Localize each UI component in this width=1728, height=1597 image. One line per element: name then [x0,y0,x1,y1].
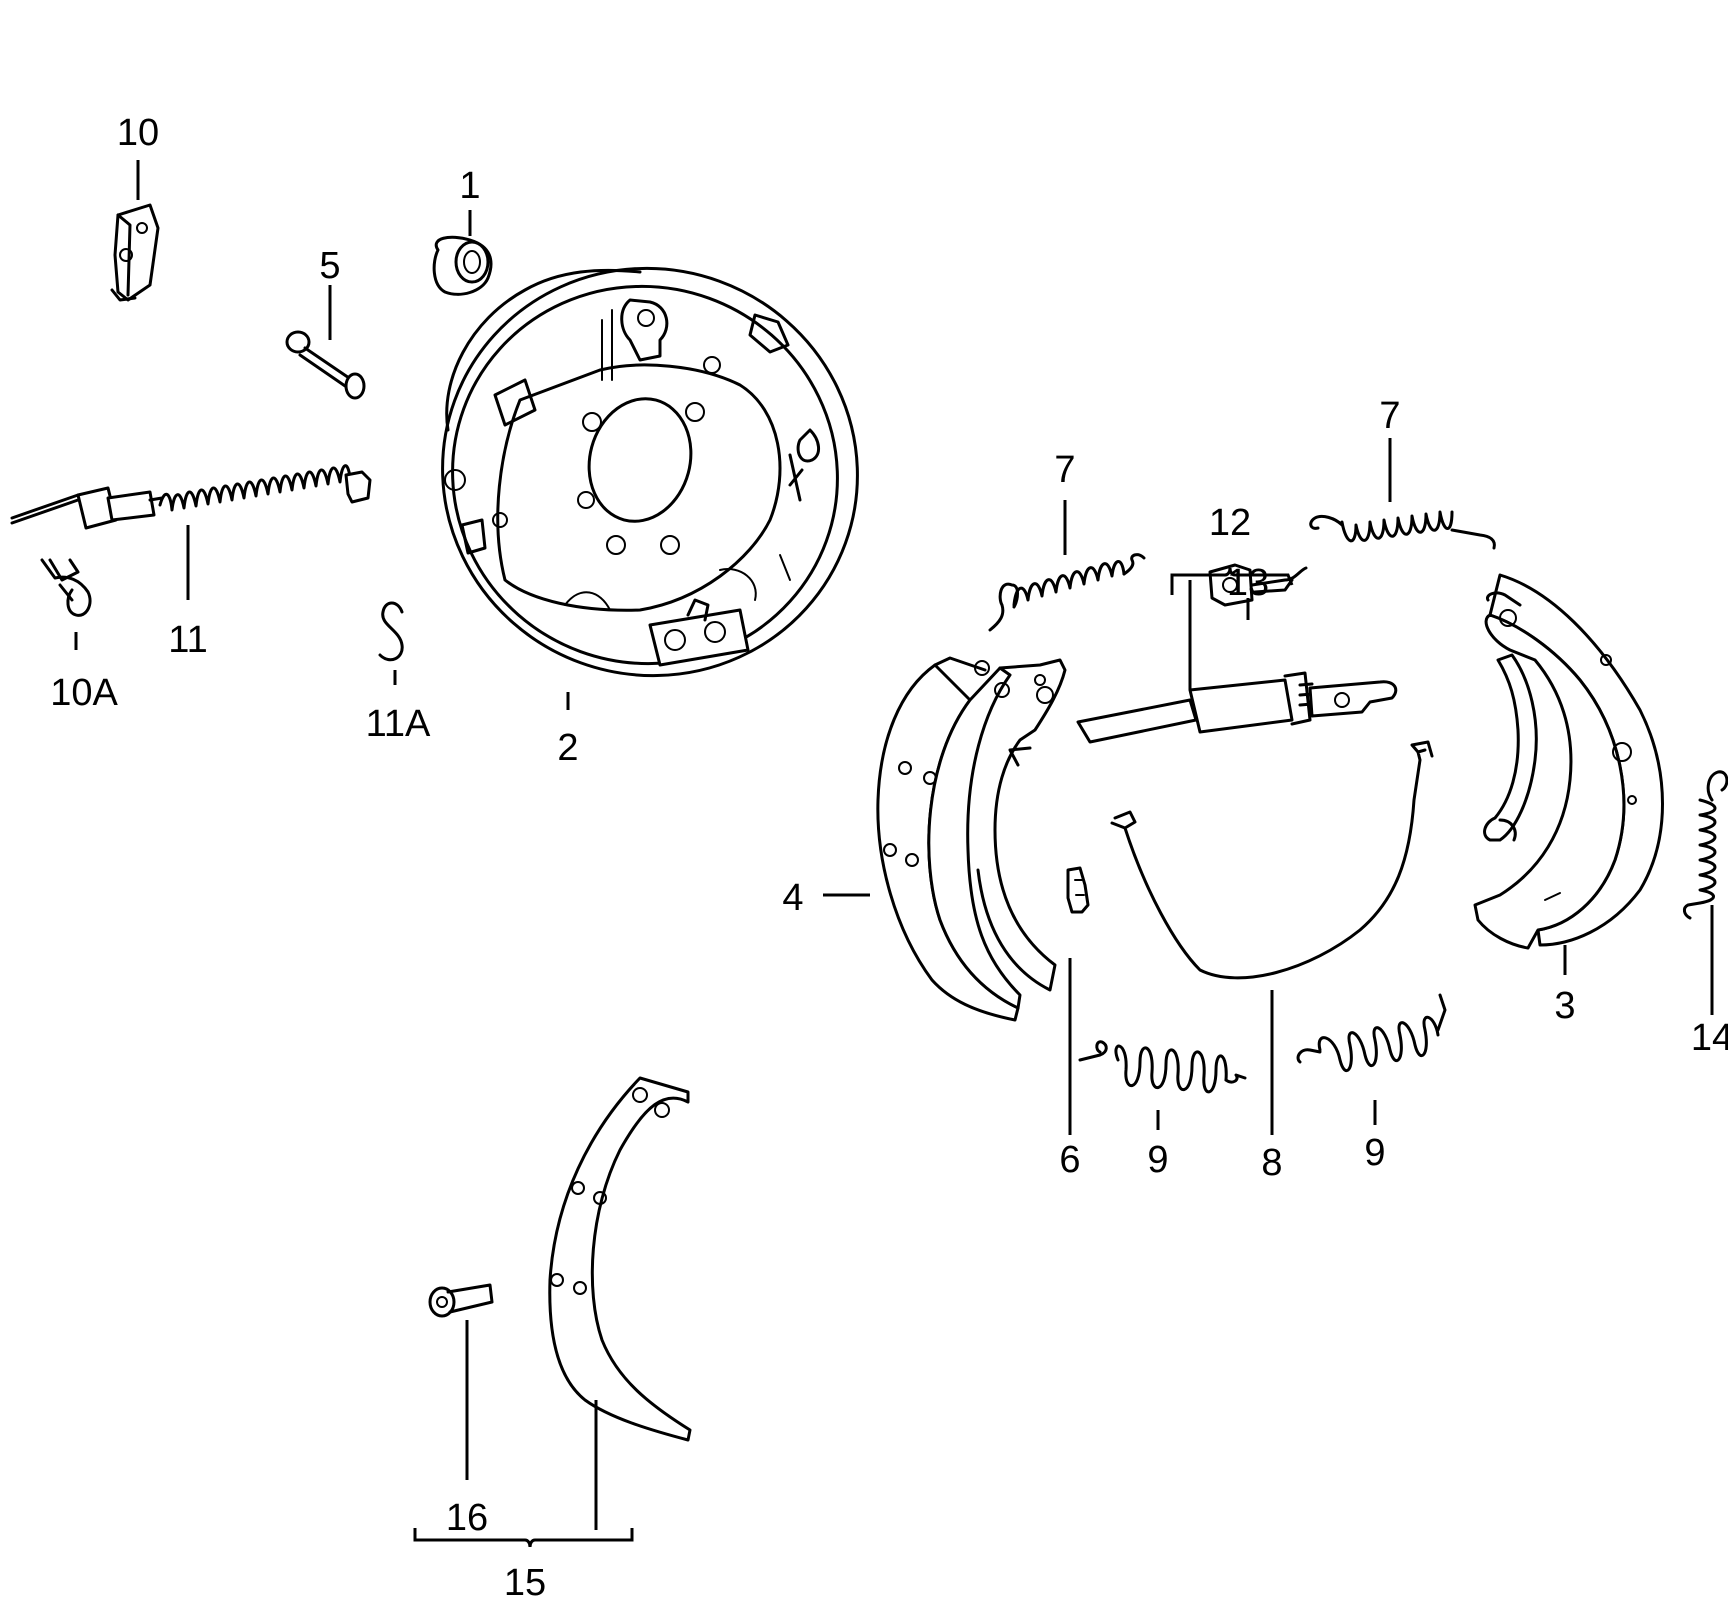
part-11a-s-hook [378,601,404,662]
leader-lines [74,160,1714,1548]
part-16-screw [428,1283,494,1318]
callout-16: 16 [446,1497,488,1539]
callout-3: 3 [1554,985,1575,1027]
part-11-cable [10,464,372,530]
part-7-spring-right [1309,510,1496,550]
part-1-grommet [432,235,493,296]
callout-6: 6 [1059,1139,1080,1181]
part-9-spring-left [1078,1040,1247,1094]
callout-9-left: 9 [1147,1139,1168,1181]
callout-15: 15 [504,1562,546,1597]
callout-1: 1 [459,165,480,207]
callout-5: 5 [319,245,340,287]
part-7-spring-left [988,553,1146,632]
callout-10a: 10A [50,672,118,714]
part-10a-clip [40,558,92,617]
callout-7-right: 7 [1379,395,1400,437]
part-4-brake-shoe [876,656,1067,1022]
part-2-backing-plate [441,266,859,678]
callout-12: 12 [1209,502,1251,544]
callout-labels: 10 1 5 11 10A 11A 2 7 7 12 13 4 3 14 6 9… [50,112,1728,1597]
callout-7-left: 7 [1054,449,1075,491]
callout-9-right: 9 [1364,1132,1385,1174]
part-8-retaining-spring [1110,740,1434,980]
callout-14: 14 [1691,1017,1728,1059]
part-15-lining [548,1076,692,1442]
part-9-spring-right [1296,993,1447,1073]
part-12-adjuster [1076,563,1398,744]
part-3-brake-shoe [1473,573,1664,950]
callout-4: 4 [782,877,803,919]
callout-2: 2 [557,727,578,769]
callout-8: 8 [1261,1142,1282,1184]
callout-11a: 11A [366,703,431,745]
part-6-clip [1066,866,1090,914]
callout-10: 10 [117,112,159,154]
part-10-bracket [110,203,160,302]
callout-11: 11 [168,619,207,661]
callout-13: 13 [1227,562,1269,604]
part-5-pin [285,330,366,400]
part-14-spring [1682,770,1728,920]
